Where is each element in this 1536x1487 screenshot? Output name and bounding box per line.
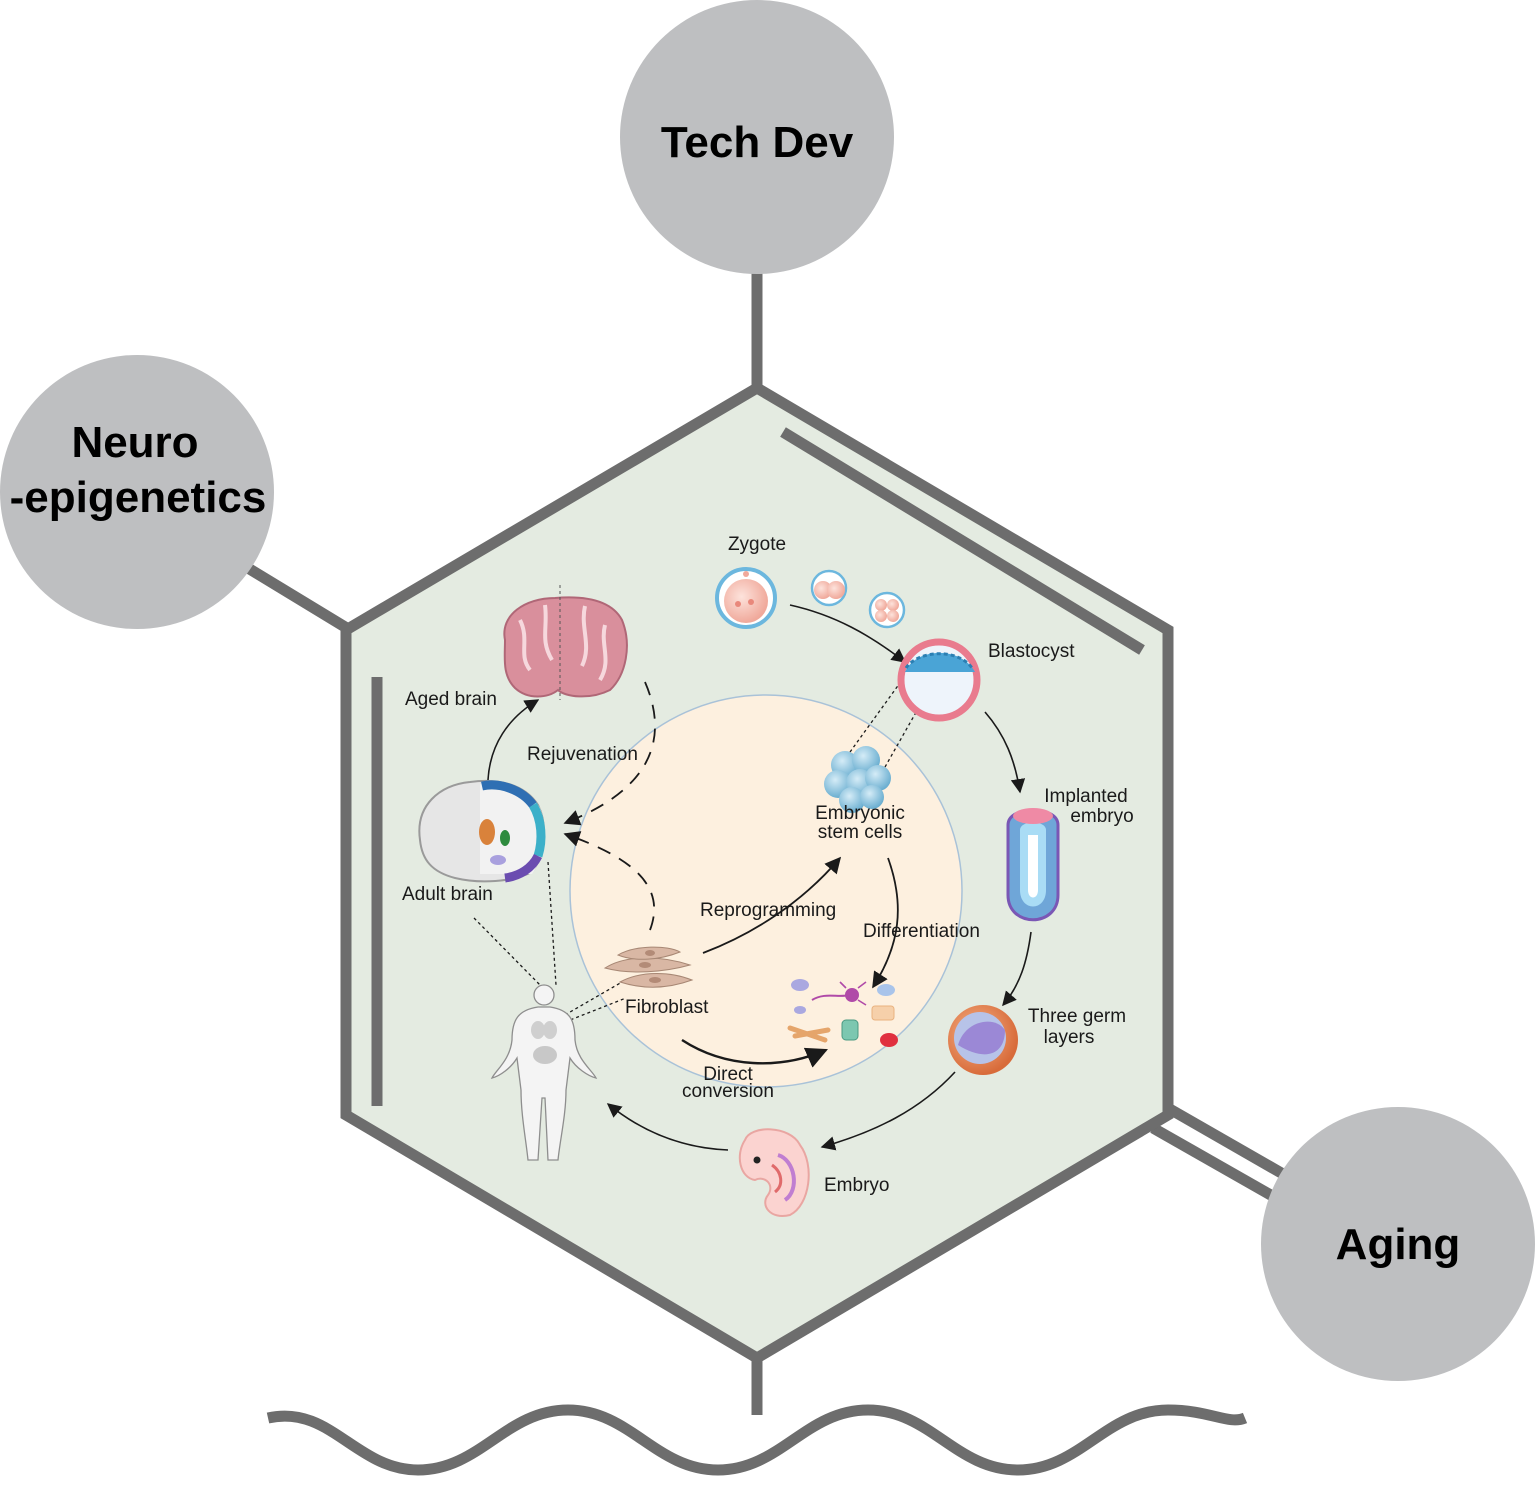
neuro-label-line2: -epigenetics	[10, 473, 267, 522]
neuro-connector	[245, 563, 353, 635]
arrow-differentiation	[872, 857, 899, 989]
dotted-human-brain-b	[547, 861, 557, 986]
implanted-label-line2: embryo	[1070, 806, 1133, 827]
stem-cells-illustration	[824, 746, 891, 813]
neuro-label-line1: Neuro	[71, 418, 198, 467]
wave-line	[266, 1404, 1248, 1476]
arrow-rejuvenation-upper	[563, 681, 656, 826]
human-figure-illustration	[490, 984, 598, 1161]
differentiation-label: Differentiation	[863, 921, 980, 942]
zygote-illustration	[715, 567, 906, 629]
reprogramming-label: Reprogramming	[700, 900, 836, 921]
blastocyst-illustration	[897, 638, 981, 722]
arrow-embryo-human	[606, 1103, 729, 1151]
rejuvenation-label: Rejuvenation	[527, 744, 638, 765]
arrow-rejuvenation-lower	[563, 831, 655, 931]
direct-conversion-label-line2: conversion	[682, 1081, 774, 1102]
differentiated-cells-illustration	[787, 979, 898, 1047]
embryo-label: Embryo	[824, 1175, 889, 1196]
fibroblast-illustration	[603, 946, 694, 988]
tech-dev-node: Tech Dev	[620, 0, 894, 274]
esc-label-line1: Embryonic	[815, 803, 905, 824]
direct-conversion-label-line1: Direct	[703, 1064, 753, 1085]
germ-label-line1: Three germ	[1028, 1006, 1126, 1027]
arrow-adult-aged	[487, 699, 540, 781]
inner-bond-top-right	[780, 427, 1145, 655]
aged-brain-illustration	[503, 585, 628, 700]
arrow-zygote-blastocyst	[789, 604, 907, 663]
aged-brain-label: Aged brain	[405, 689, 497, 710]
dotted-human-adultbrain	[473, 917, 541, 986]
aging-connector-b	[1150, 1123, 1279, 1203]
blastocyst-label: Blastocyst	[988, 641, 1075, 662]
zygote-label: Zygote	[728, 534, 786, 555]
germ-layers-illustration	[948, 1005, 1018, 1075]
implanted-label-line1: Implanted	[1044, 786, 1127, 807]
implanted-embryo-illustration	[1006, 808, 1060, 922]
arrow-reprogramming	[702, 856, 842, 954]
arrow-implanted-germ	[1002, 931, 1032, 1007]
embryo-illustration	[738, 1128, 810, 1217]
adult-brain-label: Adult brain	[402, 884, 493, 905]
arrow-germ-embryo	[820, 1071, 956, 1151]
germ-label-line2: layers	[1044, 1027, 1095, 1048]
neuro-epigenetics-node: Neuro -epigenetics	[0, 355, 274, 629]
adult-brain-illustration	[418, 779, 546, 883]
aging-connector-a	[1165, 1103, 1293, 1183]
esc-label-line2: stem cells	[818, 822, 902, 843]
aging-label: Aging	[1336, 1220, 1461, 1269]
arrow-blastocyst-implanted	[984, 711, 1026, 794]
fibroblast-label: Fibroblast	[625, 997, 709, 1018]
dotted-human-fibroblast-a	[564, 981, 623, 1016]
aging-node: Aging	[1261, 1107, 1535, 1381]
tech-dev-label: Tech Dev	[661, 118, 854, 167]
arrow-direct-conversion	[681, 1038, 828, 1068]
dotted-human-fibroblast-b	[564, 997, 627, 1023]
